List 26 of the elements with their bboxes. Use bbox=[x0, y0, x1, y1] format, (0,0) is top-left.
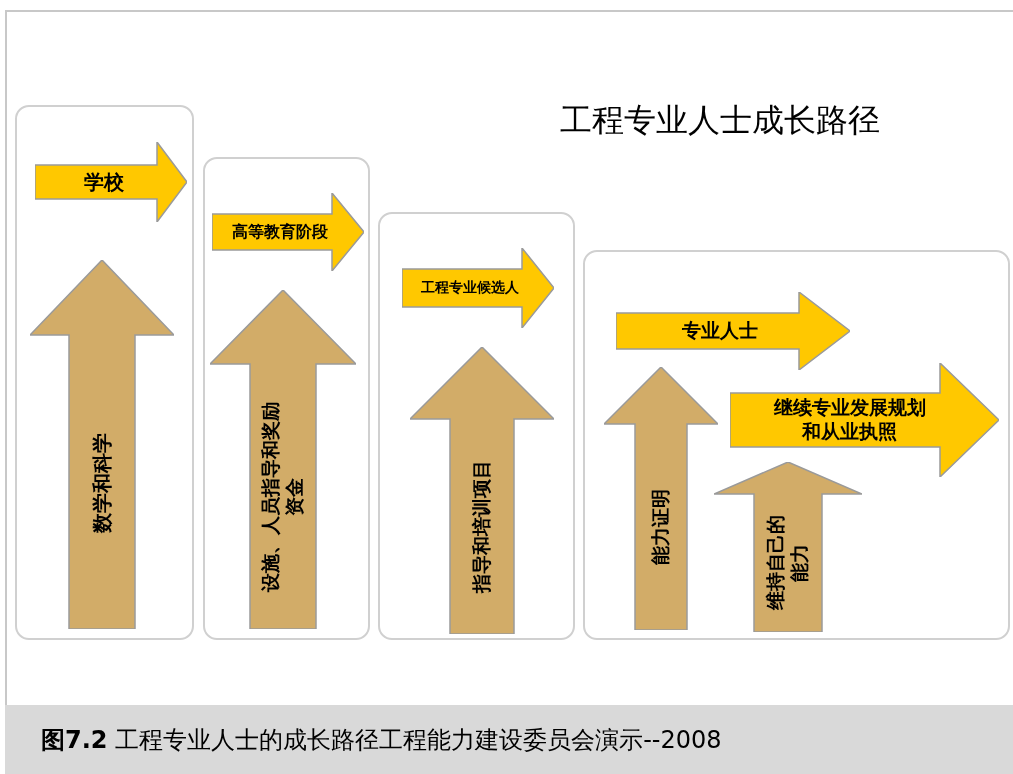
arrow-label: 高等教育阶段 bbox=[232, 222, 328, 242]
arrow-label: 继续专业发展规划和从业执照 bbox=[772, 396, 927, 444]
pointed-banner bbox=[35, 142, 187, 222]
arrow-label: 能力证明 bbox=[649, 488, 673, 567]
arrow-label: 维持自己的能力 bbox=[764, 514, 811, 613]
pointed-pillar bbox=[210, 290, 356, 629]
caption: 图7.2 工程专业人士的成长路径工程能力建设委员会演示--2008 bbox=[41, 724, 722, 756]
stage-panel bbox=[583, 250, 1010, 640]
arrow-label: 指导和培训项目 bbox=[470, 459, 494, 596]
pointed-banner bbox=[212, 193, 364, 271]
pointed-pillar bbox=[410, 347, 554, 634]
pointed-banner bbox=[616, 292, 850, 370]
stage-panel bbox=[203, 157, 370, 640]
title: 工程专业人士成长路径 bbox=[559, 100, 881, 141]
pointed-pillar bbox=[604, 367, 718, 630]
pointed-banner bbox=[402, 248, 554, 328]
arrow-label: 数学和科学 bbox=[89, 431, 114, 535]
pointed-banner bbox=[730, 363, 999, 477]
stage-panel bbox=[378, 212, 575, 640]
arrow-label: 设施、人员指导和奖励资金 bbox=[259, 400, 306, 595]
arrow-label: 专业人士 bbox=[682, 319, 759, 343]
stage-panel bbox=[15, 105, 194, 640]
pointed-pillar bbox=[30, 260, 174, 629]
arrow-label: 学校 bbox=[83, 169, 124, 195]
pointed-pillar bbox=[714, 462, 862, 632]
arrow-label: 工程专业候选人 bbox=[421, 279, 519, 297]
